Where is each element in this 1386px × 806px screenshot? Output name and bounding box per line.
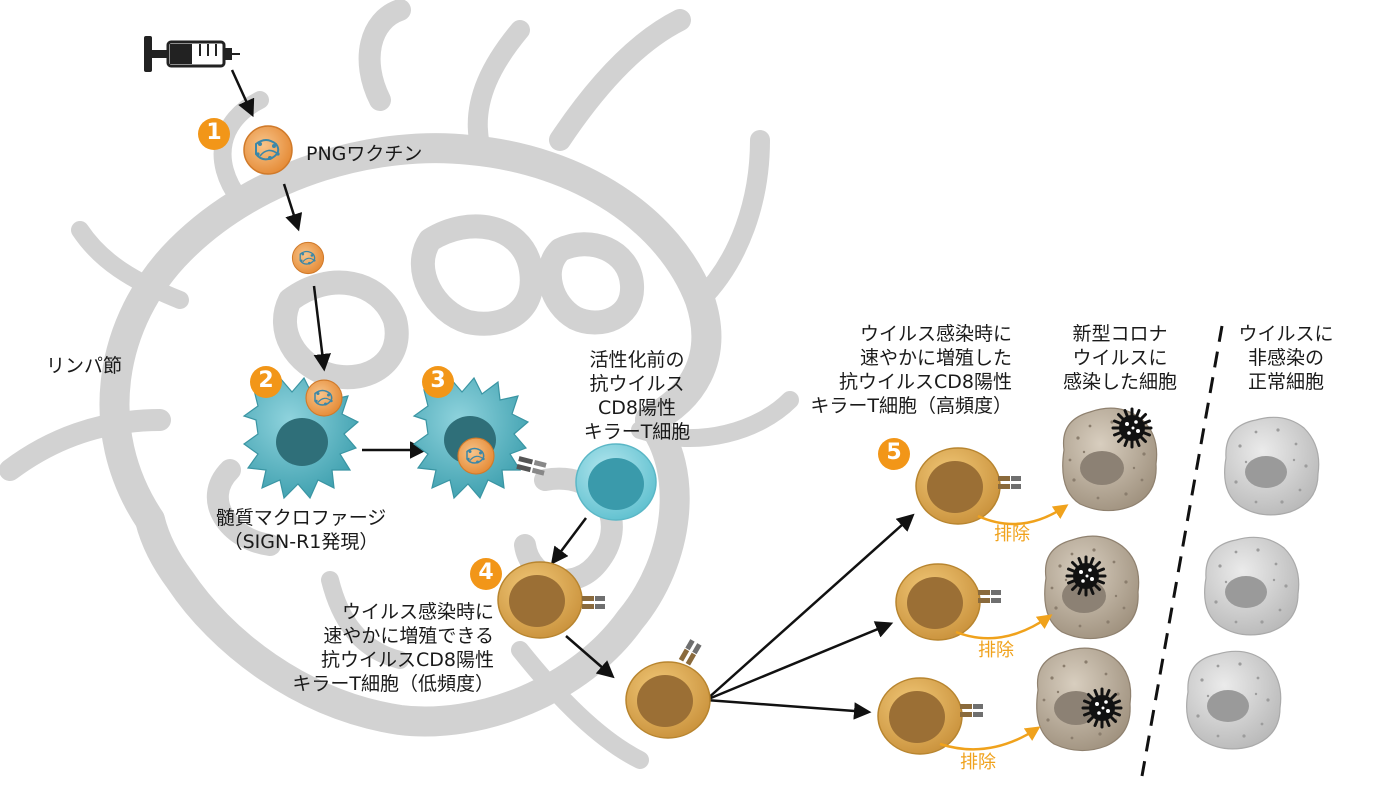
normal-cell-3 (1186, 650, 1282, 750)
png-vaccine-particle (243, 125, 293, 175)
infected-cell-3 (1036, 647, 1132, 752)
png-vaccine-presented (457, 437, 495, 475)
step-number-4: 4 (478, 560, 494, 585)
memory-killer-t-cell-low (497, 561, 583, 639)
sars-cov-2-virus-icon (1111, 407, 1153, 449)
tcr-icon (998, 476, 1021, 489)
eliminate-label-3: 排除 (960, 752, 996, 773)
tcr-icon-up (678, 639, 702, 666)
step-number-5: 5 (886, 440, 902, 465)
normal-cell-2 (1204, 536, 1300, 636)
tcr-icon (960, 704, 983, 717)
png-vaccine-captured (305, 379, 343, 417)
high-frequency-t-cell-label: ウイルス感染時に 速やかに増殖した 抗ウイルスCD8陽性 キラーT細胞（高頻度） (810, 323, 1012, 417)
macrophage-label: 髄質マクロファージ （SIGN-R1発現） (215, 507, 387, 553)
png-vaccine-particle-small (291, 241, 325, 275)
step-number-3: 3 (430, 368, 446, 393)
lymph-node-shape (0, 0, 799, 769)
memory-killer-t-cell-dividing (625, 661, 711, 739)
expanded-killer-t-cell-3 (877, 677, 963, 755)
lymph-node-label: リンパ節 (46, 355, 123, 377)
tcr-icon (582, 596, 605, 609)
tcr-icon (978, 590, 1001, 603)
naive-t-cell-label: 活性化前の 抗ウイルス CD8陽性 キラーT細胞 (583, 349, 691, 443)
normal-cell-label: ウイルスに 非感染の 正常細胞 (1238, 323, 1334, 393)
mhc-tcr-contact (516, 456, 547, 476)
pathway-arrows (230, 69, 915, 720)
infected-cell-label: 新型コロナ ウイルスに 感染した細胞 (1062, 323, 1177, 393)
sars-cov-2-virus-icon (1081, 687, 1123, 729)
naive-killer-t-cell (575, 443, 657, 521)
syringe-icon (144, 36, 240, 72)
eliminate-label-2: 排除 (978, 640, 1014, 661)
step-number-2: 2 (258, 368, 274, 393)
normal-cell-1 (1224, 416, 1320, 516)
expanded-killer-t-cell-1 (915, 447, 1001, 525)
elimination-arrows (939, 504, 1069, 751)
expanded-killer-t-cell-2 (895, 563, 981, 641)
png-vaccine-label: PNGワクチン (306, 143, 423, 165)
step-number-1: 1 (206, 120, 222, 145)
sars-cov-2-virus-icon (1065, 555, 1107, 597)
low-frequency-t-cell-label: ウイルス感染時に 速やかに増殖できる 抗ウイルスCD8陽性 キラーT細胞（低頻度… (292, 601, 494, 695)
eliminate-label-1: 排除 (994, 524, 1030, 545)
